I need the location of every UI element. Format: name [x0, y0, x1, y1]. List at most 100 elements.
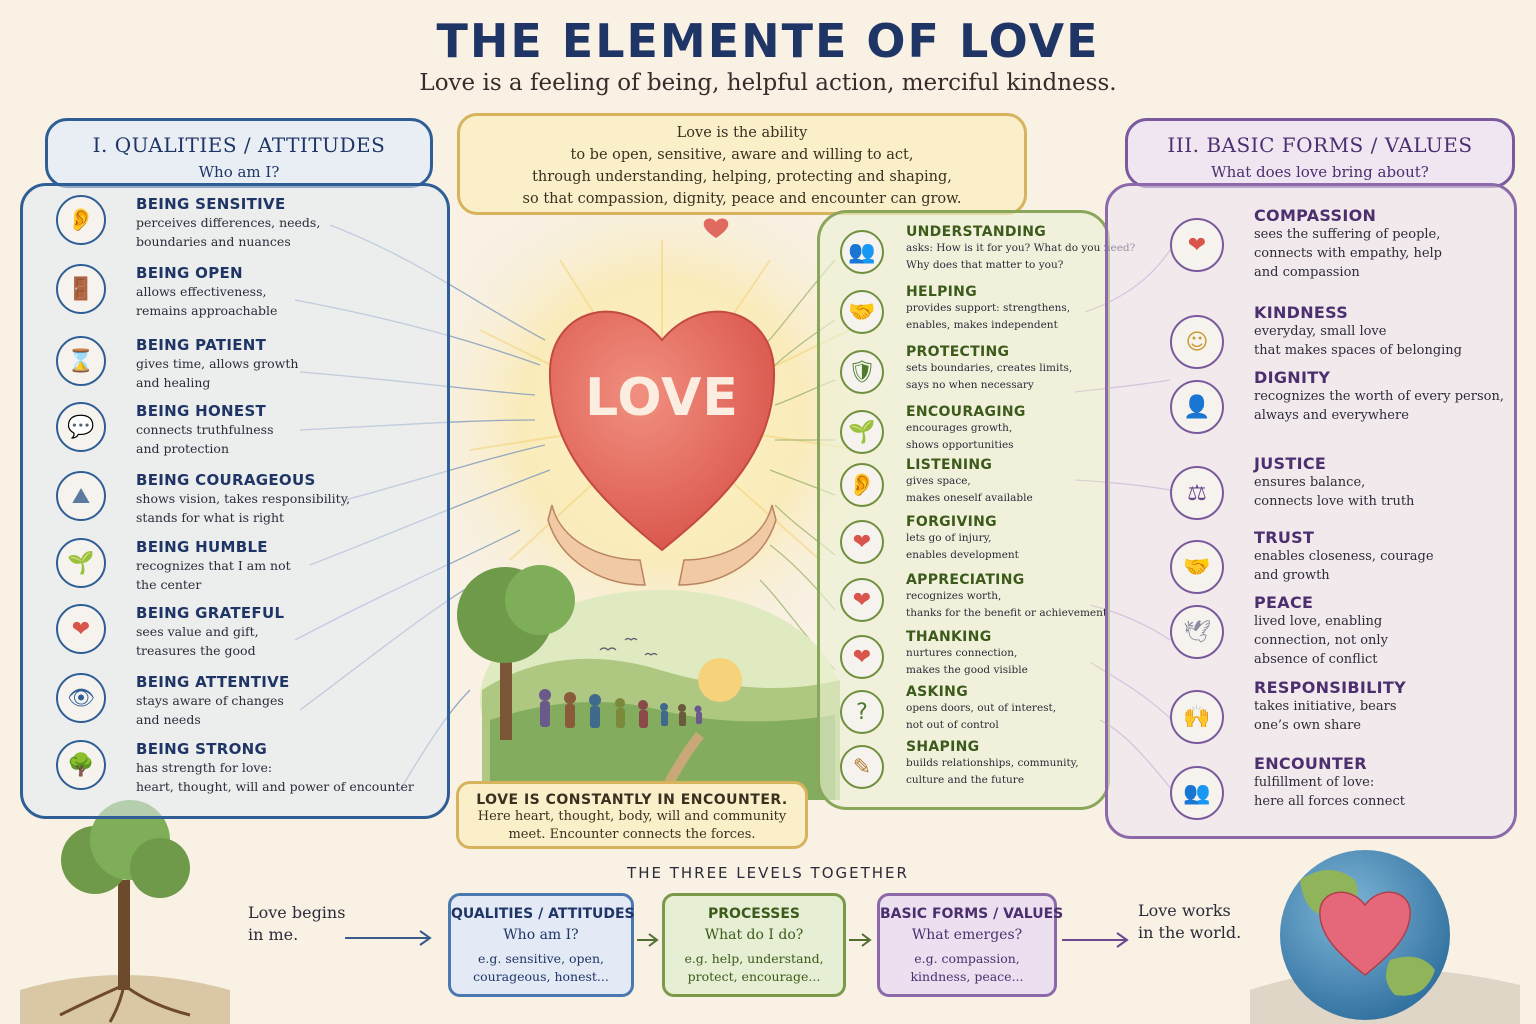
love-begins-text: Love begins in me.: [248, 902, 345, 946]
love-works-line: Love works: [1138, 901, 1231, 920]
open-door-icon: 🚪: [56, 264, 106, 314]
process-desc: provides support: strengthens,: [906, 302, 1071, 314]
quality-name: BEING PATIENT: [136, 336, 267, 354]
tree-icon: 🌳: [56, 740, 106, 790]
person-icon: 👤: [1170, 380, 1224, 434]
page-subtitle: Love is a feeling of being, helpful acti…: [419, 70, 1117, 96]
hands-person-icon: 🙌: [1170, 690, 1224, 744]
process-desc: asks: How is it for you? What do you nee…: [906, 242, 1136, 254]
encounter-title: LOVE IS CONSTANTLY IN ENCOUNTER.: [476, 792, 788, 808]
eye-icon: 👁: [56, 673, 106, 723]
level-question: What do I do?: [704, 927, 804, 943]
helping-hands-icon: 🤝: [840, 290, 884, 334]
hands-heart-icon: ❤: [56, 604, 106, 654]
scales-icon: ⚖: [1170, 466, 1224, 520]
form-desc: connects love with truth: [1254, 494, 1415, 509]
quality-desc: recognizes that I am not: [136, 558, 291, 573]
process-desc: opens doors, out of interest,: [906, 702, 1057, 714]
process-name: LISTENING: [906, 457, 993, 473]
process-name: ENCOURAGING: [906, 404, 1026, 420]
quality-name: BEING OPEN: [136, 264, 243, 282]
quality-name: BEING HONEST: [136, 402, 267, 420]
quality-desc: has strength for love:: [136, 760, 273, 775]
process-desc: nurtures connection,: [906, 647, 1018, 659]
ear-icon: 👂: [840, 463, 884, 507]
form-item: ☺ KINDNESS everyday, small love that makes …: [1170, 303, 1462, 369]
form-name: KINDNESS: [1254, 303, 1349, 322]
mountain-flag-icon: ⛰: [56, 471, 106, 521]
ear-icon: 👂: [56, 195, 106, 245]
form-desc: lived love, enabling: [1254, 614, 1383, 629]
process-desc: gives space,: [906, 475, 971, 487]
forms-header: III. BASIC FORMS / VALUES What does love…: [1125, 118, 1515, 188]
form-desc: and compassion: [1254, 265, 1360, 280]
form-name: COMPASSION: [1254, 206, 1377, 225]
process-name: APPRECIATING: [906, 572, 1025, 588]
forms-heading: III. BASIC FORMS / VALUES: [1167, 133, 1473, 157]
shield-icon: 🛡: [840, 350, 884, 394]
form-desc: everyday, small love: [1254, 324, 1387, 339]
process-desc: not out of control: [906, 719, 999, 731]
ability-box: Love is the ability to be open, sensitiv…: [457, 113, 1027, 215]
smiley-icon: ☺: [1170, 315, 1224, 369]
form-desc: recognizes the worth of every person,: [1254, 389, 1504, 404]
process-desc: Why does that matter to you?: [906, 259, 1064, 271]
form-desc: connects with empathy, help: [1254, 246, 1442, 261]
ability-line: Love is the ability: [676, 125, 808, 141]
form-name: ENCOUNTER: [1254, 754, 1367, 773]
quality-desc: connects truthfulness: [136, 422, 274, 437]
form-desc: here all forces connect: [1254, 794, 1405, 809]
handshake-icon: 🤝: [1170, 540, 1224, 594]
process-desc: makes oneself available: [906, 492, 1033, 504]
qualities-question: Who am I?: [198, 163, 280, 181]
process-name: FORGIVING: [906, 514, 997, 530]
level-question: Who am I?: [503, 927, 579, 943]
seedling-icon: 🌱: [840, 410, 884, 454]
form-desc: and growth: [1254, 568, 1330, 583]
process-item: 👂 LISTENING gives space, makes oneself avai…: [840, 457, 1033, 507]
process-desc: enables development: [906, 549, 1019, 561]
process-name: SHAPING: [906, 739, 980, 755]
love-works-text: Love works in the world.: [1138, 900, 1241, 944]
quality-desc: and healing: [136, 375, 211, 390]
quality-desc: shows vision, takes responsibility,: [136, 491, 351, 506]
form-desc: always and everywhere: [1254, 408, 1409, 423]
quality-desc: the center: [136, 577, 202, 592]
process-desc: says no when necessary: [906, 379, 1034, 391]
quality-desc: heart, thought, will and power of encoun…: [136, 779, 414, 794]
process-desc: builds relationships, community,: [906, 757, 1079, 769]
form-desc: that makes spaces of belonging: [1254, 343, 1462, 358]
process-desc: enables, makes independent: [906, 319, 1058, 331]
quality-desc: stands for what is right: [136, 510, 285, 525]
level-heading: PROCESSES: [708, 906, 800, 922]
form-name: PEACE: [1254, 593, 1314, 612]
level-example: courageous, honest...: [473, 969, 609, 984]
